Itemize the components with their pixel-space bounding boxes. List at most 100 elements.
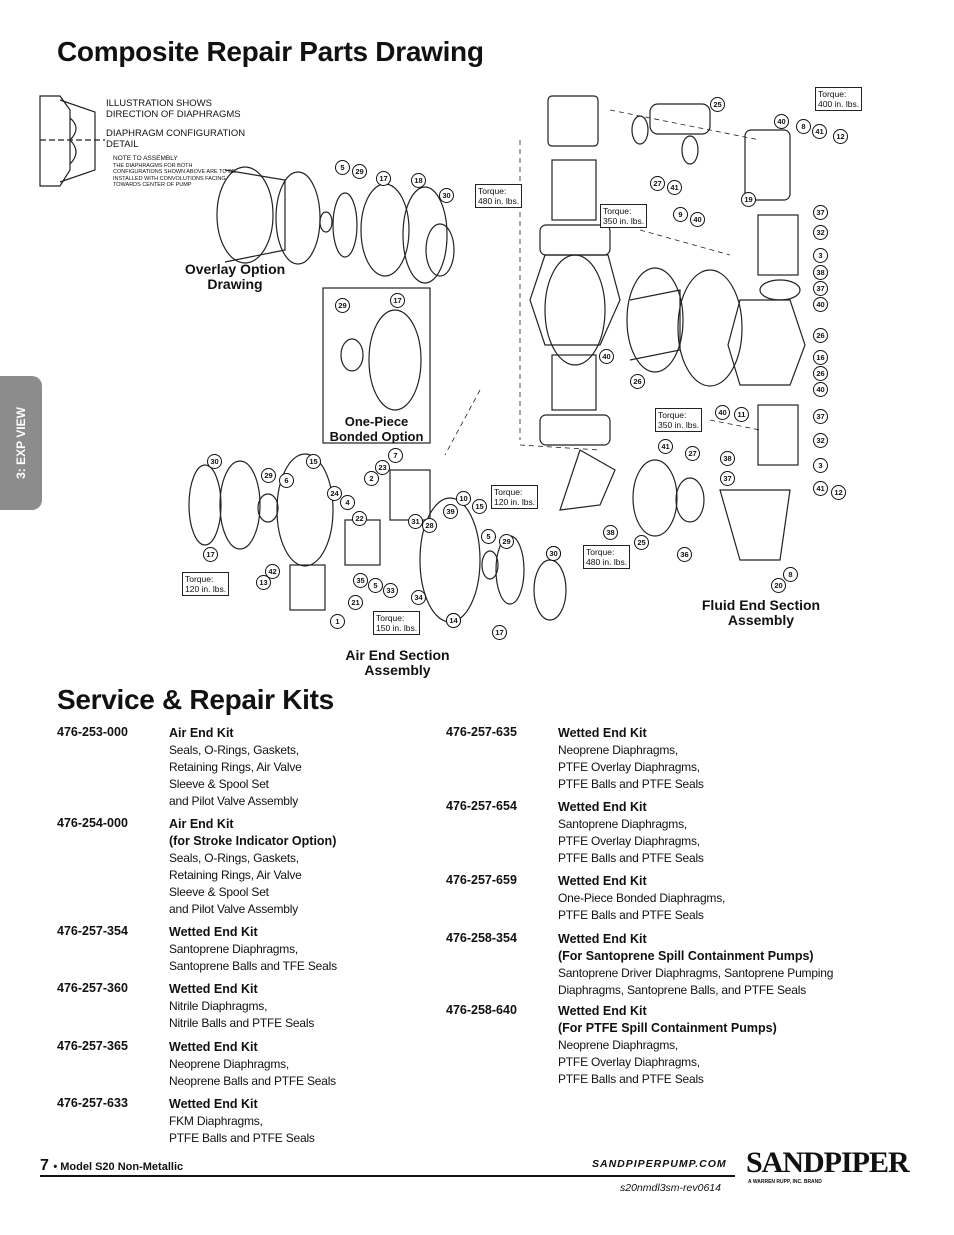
torque-box: Torque:480 in. lbs. [475,184,523,208]
callout-number: 40 [599,349,614,364]
callout-number: 41 [667,180,682,195]
callout-number: 29 [335,298,350,313]
kit-title: Air End Kit [169,726,234,740]
callout-number: 38 [720,451,735,466]
kit-title: Air End Kit [169,817,234,831]
kit-title: (For PTFE Spill Containment Pumps) [558,1021,777,1035]
torque-box: Torque:350 in. lbs. [655,408,703,432]
callout-number: 30 [439,188,454,203]
kit-description: FKM Diaphragms, [169,1114,263,1128]
torque-box: Torque:120 in. lbs. [491,485,539,509]
callout-number: 32 [813,433,828,448]
torque-box: Torque:350 in. lbs. [600,204,648,228]
callout-number: 34 [411,590,426,605]
section-tab[interactable]: 3: EXP VIEW [0,376,42,510]
brand-tagline: A WARREN RUPP, INC. BRAND [748,1179,822,1185]
callout-number: 17 [203,547,218,562]
kit-description: Diaphragms, Santoprene Balls, and PTFE S… [558,983,806,997]
diaphragm-detail-figure [39,95,105,187]
callout-number: 11 [734,407,749,422]
center-section-figure [544,254,743,387]
kit-description: Neoprene Diaphragms, [169,1057,290,1071]
kit-description: Santoprene Diaphragms, [169,942,299,956]
torque-box: Torque:120 in. lbs. [182,572,230,596]
callout-number: 2 [364,471,379,486]
kit-title: (For Santoprene Spill Containment Pumps) [558,949,814,963]
kit-description: Sleeve & Spool Set [169,777,269,791]
kit-description: Neoprene Diaphragms, [558,743,679,757]
callout-number: 3 [813,458,828,473]
kit-description: Seals, O-Rings, Gaskets, [169,851,299,865]
callout-number: 37 [720,471,735,486]
kits-title: Service & Repair Kits [57,684,334,715]
assembly-guide-lines [444,109,761,456]
callout-number: 10 [456,491,471,506]
section-tab-label: 3: EXP VIEW [14,407,28,479]
kit-description: and Pilot Valve Assembly [169,794,299,808]
kit-description: One-Piece Bonded Diaphragms, [558,891,726,905]
callout-number: 13 [256,575,271,590]
callout-number: 5 [335,160,350,175]
kit-description: Nitrile Diaphragms, [169,999,268,1013]
exploded-parts-drawing [39,95,806,623]
kit-description: Retaining Rings, Air Valve [169,760,302,774]
kit-part-number: 476-258-354 [446,931,517,945]
fluid-end-figure [529,95,806,561]
kit-title: Wetted End Kit [558,1004,647,1018]
kit-part-number: 476-258-640 [446,1003,517,1017]
kit-description: Neoprene Balls and PTFE Seals [169,1074,336,1088]
kit-description: and Pilot Valve Assembly [169,902,299,916]
torque-box: Torque:400 in. lbs. [815,87,863,111]
kit-description: Santoprene Diaphragms, [558,817,688,831]
callout-number: 37 [813,281,828,296]
callout-number: 38 [813,265,828,280]
callout-number: 27 [685,446,700,461]
callout-number: 39 [443,504,458,519]
callout-number: 6 [279,473,294,488]
page-title: Composite Repair Parts Drawing [57,36,484,67]
kit-description: PTFE Overlay Diaphragms, [558,760,700,774]
callout-number: 15 [306,454,321,469]
callout-number: 30 [546,546,561,561]
kit-description: PTFE Balls and PTFE Seals [169,1131,315,1145]
callout-number: 41 [658,439,673,454]
kit-title: Wetted End Kit [169,925,258,939]
callout-number: 5 [481,529,496,544]
callout-number: 40 [813,382,828,397]
callout-number: 9 [673,207,688,222]
callout-number: 5 [368,578,383,593]
kit-title: Wetted End Kit [169,1097,258,1111]
callout-number: 14 [446,613,461,628]
callout-number: 22 [352,511,367,526]
kit-title: (for Stroke Indicator Option) [169,834,337,848]
kit-title: Wetted End Kit [558,932,647,946]
kit-description: PTFE Balls and PTFE Seals [558,777,704,791]
kit-part-number: 476-257-633 [57,1096,128,1110]
kit-part-number: 476-257-654 [446,799,517,813]
kit-description: Nitrile Balls and PTFE Seals [169,1016,315,1030]
callout-number: 26 [813,328,828,343]
overlay-option-figure [216,166,455,284]
callout-number: 7 [388,448,403,463]
callout-number: 12 [831,485,846,500]
kit-description: PTFE Overlay Diaphragms, [558,1055,700,1069]
callout-number: 33 [383,583,398,598]
callout-number: 40 [690,212,705,227]
assembly-note: NOTE TO ASSEMBLY THE DIAPHRAGMS FOR BOTH… [113,155,236,188]
footer-model: 7 • Model S20 Non-Metallic [40,1157,184,1174]
callout-number: 41 [812,124,827,139]
footer-website[interactable]: SANDPIPERPUMP.COM [592,1158,727,1170]
callout-number: 3 [813,248,828,263]
callout-number: 25 [634,535,649,550]
torque-box: Torque:480 in. lbs. [583,545,631,569]
callout-number: 1 [330,614,345,629]
kit-part-number: 476-254-000 [57,816,128,830]
callout-number: 17 [390,293,405,308]
kit-description: Sleeve & Spool Set [169,885,269,899]
callout-number: 21 [348,595,363,610]
callout-number: 18 [411,173,426,188]
